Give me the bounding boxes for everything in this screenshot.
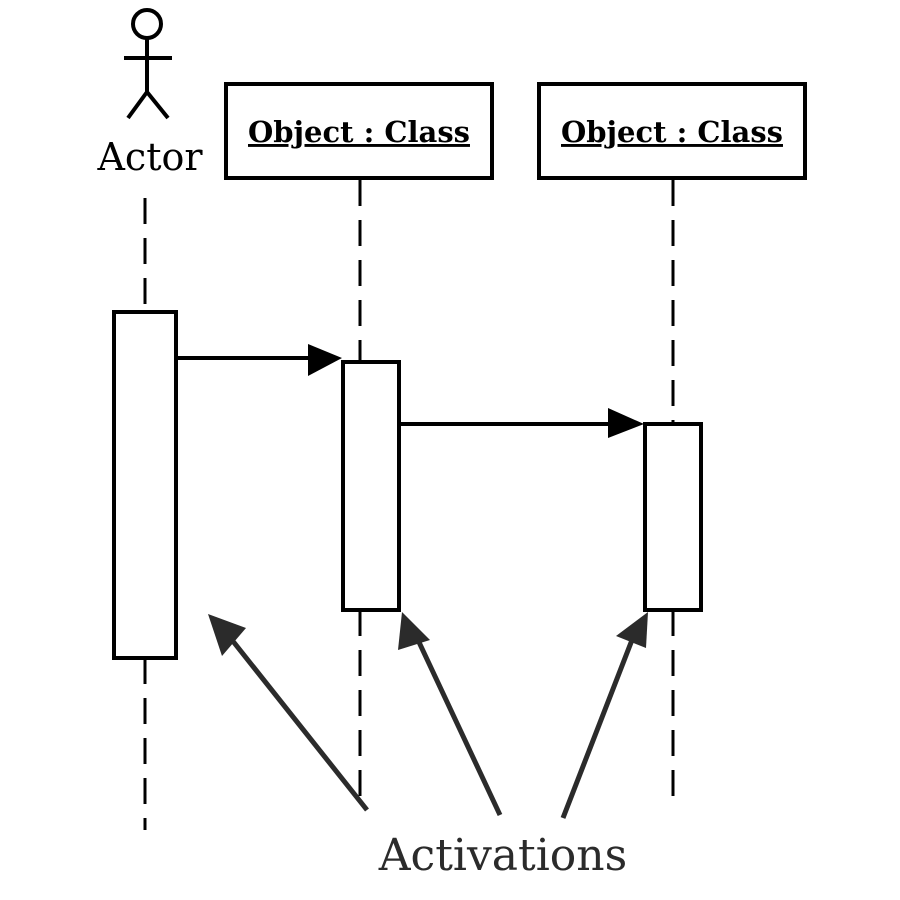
object-box-2: Object : Class bbox=[537, 82, 807, 180]
annotation-arrow-1 bbox=[230, 638, 369, 812]
actor-label: Actor bbox=[96, 135, 203, 179]
annotation-arrow-3 bbox=[560, 639, 635, 819]
message-arrow-1 bbox=[178, 344, 342, 376]
annotation-arrow-2 bbox=[415, 638, 503, 817]
activations-label: Activations bbox=[378, 830, 627, 881]
actor-activation-bar bbox=[112, 310, 178, 660]
annotation-arrowhead-2 bbox=[398, 612, 430, 650]
object-1-activation-bar bbox=[341, 360, 401, 612]
annotation-arrowhead-3 bbox=[616, 612, 648, 648]
object-2-label: Object : Class bbox=[561, 115, 783, 149]
message-arrow-2 bbox=[401, 408, 644, 438]
object-box-1: Object : Class bbox=[224, 82, 494, 180]
annotation-arrowhead-1 bbox=[208, 614, 246, 656]
object-1-label: Object : Class bbox=[248, 115, 470, 149]
actor-icon bbox=[124, 8, 172, 120]
object-2-activation-bar bbox=[643, 422, 703, 612]
